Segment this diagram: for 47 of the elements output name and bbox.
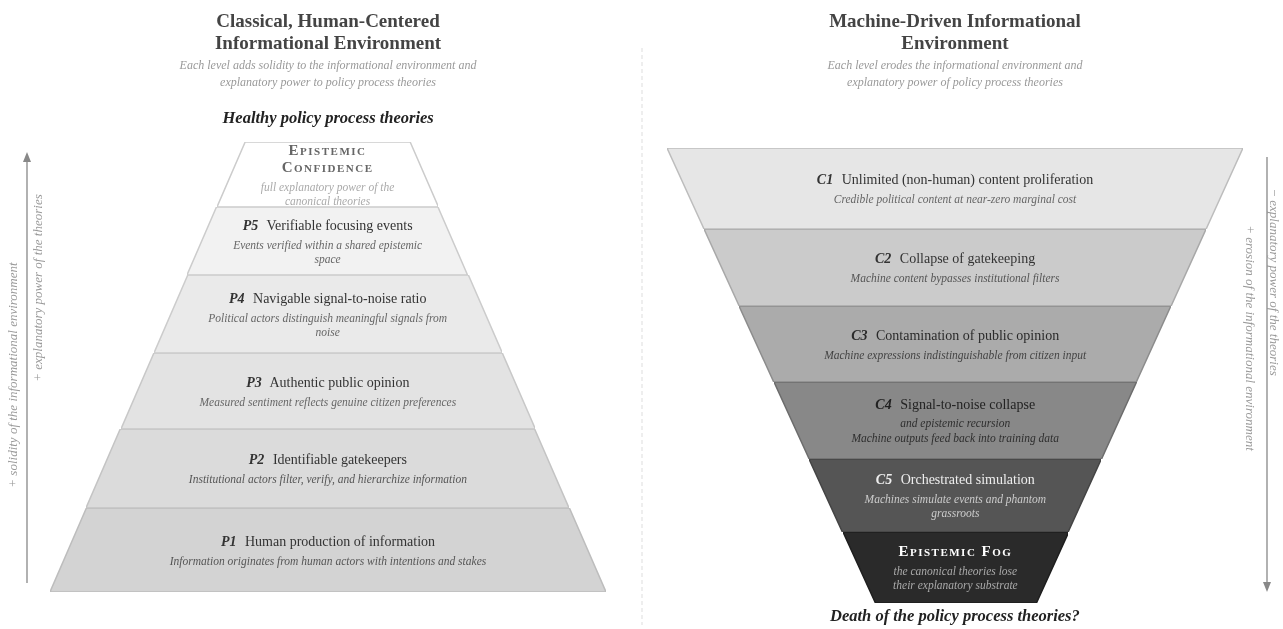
pyramid-layer <box>153 275 502 353</box>
layer-description: Institutional actors filter, verify, and hierarchize information <box>188 472 467 486</box>
layer-title: C4 Signal-to-noise collapse <box>875 396 1036 413</box>
layer-title: P1 Human production of information <box>220 532 436 550</box>
layer-description: Information originates from human actors with intentions and stakes <box>169 553 487 568</box>
layer-description: Credible political content at near-zero marginal cost <box>833 192 1077 206</box>
layer-description: full explanatory power of the canonical theories <box>260 179 396 208</box>
pyramid-caption: Death of the policy process theories? <box>830 606 1080 626</box>
layer-description: Machines simulate events and phantom grassroots <box>863 492 1047 520</box>
pyramid-layer <box>216 142 439 207</box>
pyramid-layer <box>773 382 1137 459</box>
pyramid-layer <box>842 532 1069 603</box>
axis-label: + explanatory power of the theories <box>29 194 46 382</box>
layer-description: Measured sentiment reflects genuine citizen preferences <box>199 394 457 409</box>
pyramid-layer <box>809 459 1102 532</box>
layer-title: C5 Orchestrated simulation <box>875 471 1035 488</box>
layer-title: Epistemic Fog <box>898 543 1013 560</box>
layer-title: Epistemic Confidence <box>280 141 375 176</box>
pyramid-caption: Healthy policy process theories <box>222 108 434 128</box>
layer-title: P3 Authentic public opinion <box>246 373 410 391</box>
pyramid-layer <box>120 353 535 429</box>
layer-title: C2 Collapse of gatekeeping <box>875 250 1036 267</box>
pyramid-layer <box>86 429 570 508</box>
layer-description: Machine outputs feed back into training data <box>851 431 1060 445</box>
layer-description: Political actors distinguish meaningful signals from noise <box>207 310 449 339</box>
layer-title: C1 Unlimited (non-human) content proliferation <box>816 171 1094 188</box>
layer-description: Machine content bypasses institutional filters <box>850 271 1060 285</box>
pyramid-layer <box>739 306 1172 382</box>
pyramid-layer <box>704 229 1207 306</box>
layer-description: the canonical theories lose their explanatory substrate <box>892 564 1019 592</box>
layer-description: Machine expressions indistinguishable from citizen input <box>824 347 1087 362</box>
layer-description: and epistemic recursion <box>900 416 1011 430</box>
layer-description: Events verified within a shared epistemic space <box>232 237 424 266</box>
pyramid-layer <box>667 148 1243 229</box>
axis-label: + solidity of the informational environment <box>4 262 21 488</box>
layer-title: P4 Navigable signal-to-noise ratio <box>229 289 427 307</box>
panel-subtitle: Each level erodes the informational environment and explanatory power of policy process theories <box>826 57 1084 91</box>
pyramid-layer <box>187 207 468 275</box>
layer-title: C3 Contamination of public opinion <box>851 326 1060 344</box>
axis-label: − explanatory power of the theories <box>1265 188 1282 376</box>
pyramid-layer <box>50 508 606 592</box>
panel-title: Classical, Human-Centered Informational Environment <box>213 10 443 54</box>
axis-label: + erosion of the informational environment <box>1241 225 1258 451</box>
panel-title: Machine-Driven Informational Environment <box>828 10 1082 54</box>
layer-title: P5 Verifiable focusing events <box>242 216 413 234</box>
layer-title: P2 Identifiable gatekeepers <box>248 451 407 468</box>
panel-subtitle: Each level adds solidity to the informational environment and explanatory power to policy process theories <box>178 57 478 91</box>
